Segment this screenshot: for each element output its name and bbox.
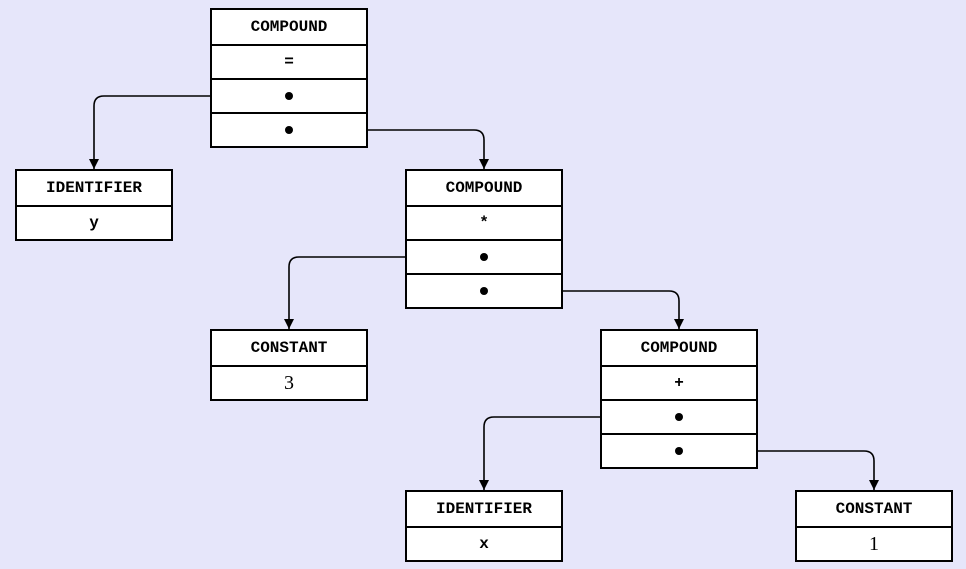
node-kind-label: IDENTIFIER bbox=[45, 179, 142, 197]
compound-node-add: COMPOUND + bbox=[600, 329, 758, 469]
edge-compound2-right-to-compound3 bbox=[484, 290, 684, 329]
left-pointer-slot bbox=[407, 239, 561, 273]
edge-compound1-right-to-compound2 bbox=[289, 129, 489, 169]
node-operator: = bbox=[212, 44, 366, 78]
node-kind-label: CONSTANT bbox=[250, 339, 328, 357]
node-value: 3 bbox=[212, 365, 366, 399]
node-operator: * bbox=[407, 205, 561, 239]
pointer-dot bbox=[675, 447, 683, 455]
pointer-dot bbox=[480, 253, 488, 261]
left-pointer-slot bbox=[212, 78, 366, 112]
pointer-dot bbox=[480, 287, 488, 295]
node-kind-label: CONSTANT bbox=[835, 500, 913, 518]
pointer-dot bbox=[675, 413, 683, 421]
node-value: 1 bbox=[797, 526, 951, 560]
pointer-dot bbox=[285, 92, 293, 100]
constant-node-1: CONSTANT 1 bbox=[795, 490, 953, 562]
compound-node-assign: COMPOUND = bbox=[210, 8, 368, 148]
edge-compound2-left-to-constant3 bbox=[284, 256, 484, 329]
right-pointer-slot bbox=[212, 112, 366, 146]
right-pointer-slot bbox=[407, 273, 561, 307]
left-pointer-slot bbox=[602, 399, 756, 433]
constant-node-3: CONSTANT 3 bbox=[210, 329, 368, 401]
edge-compound3-right-to-constant1 bbox=[679, 450, 879, 490]
pointer-dot bbox=[285, 126, 293, 134]
node-value: y bbox=[17, 205, 171, 239]
right-pointer-slot bbox=[602, 433, 756, 467]
node-operator: + bbox=[602, 365, 756, 399]
node-kind-label: COMPOUND bbox=[250, 18, 328, 36]
node-value: x bbox=[407, 526, 561, 560]
identifier-node-y: IDENTIFIER y bbox=[15, 169, 173, 241]
identifier-node-x: IDENTIFIER x bbox=[405, 490, 563, 562]
node-kind-label: IDENTIFIER bbox=[435, 500, 532, 518]
edge-compound3-left-to-identifier_x bbox=[479, 416, 679, 490]
edge-compound1-left-to-identifier_y bbox=[89, 95, 289, 169]
node-kind-label: COMPOUND bbox=[445, 179, 523, 197]
node-kind-label: COMPOUND bbox=[640, 339, 718, 357]
compound-node-multiply: COMPOUND * bbox=[405, 169, 563, 309]
